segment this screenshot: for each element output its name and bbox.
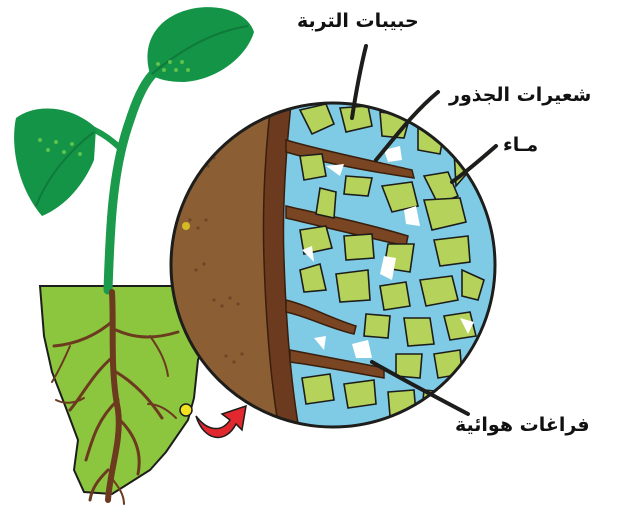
- label-water: مـاء: [503, 134, 538, 156]
- magnified-circle: [160, 95, 510, 435]
- label-air-spaces: فراغات هوائية: [455, 414, 590, 436]
- stem: [108, 72, 155, 290]
- curved-arrow-icon: [196, 406, 246, 437]
- focus-point: [180, 404, 192, 416]
- label-soil-particles: حبيبات التربة: [297, 10, 419, 32]
- leaf-left: [14, 109, 96, 216]
- label-root-hairs: شعيرات الجذور: [449, 84, 591, 106]
